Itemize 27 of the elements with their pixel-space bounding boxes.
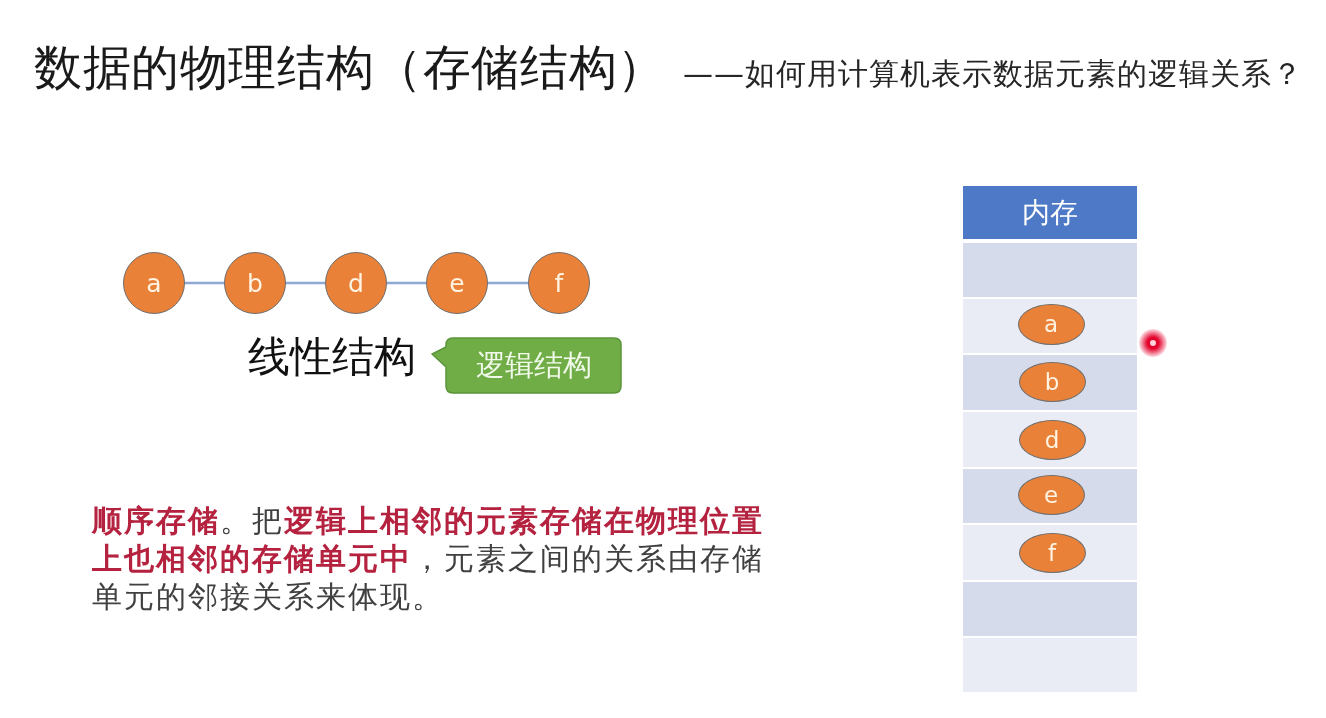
connector-line <box>387 281 426 285</box>
circle-node: e <box>426 252 488 314</box>
memory-cell <box>963 355 1137 410</box>
oval-node: a <box>1017 303 1085 345</box>
circle-node: d <box>325 252 387 314</box>
circle-node: b <box>224 252 286 314</box>
circle-node: a <box>123 252 185 314</box>
connector-line <box>185 281 224 285</box>
table-header: 内存 <box>963 186 1137 239</box>
oval-node: d <box>1018 419 1086 460</box>
circle-node: f <box>528 252 590 314</box>
memory-cell <box>963 299 1137 353</box>
memory-cell <box>963 243 1137 297</box>
memory-cell <box>963 582 1137 636</box>
memory-cell <box>963 525 1137 580</box>
oval-node: e <box>1017 475 1085 515</box>
oval-node: b <box>1018 361 1086 402</box>
memory-cell <box>963 412 1137 467</box>
connector-line <box>488 281 528 285</box>
title: 数据的物理结构（存储结构） <box>34 39 666 97</box>
structure-label: 线性结构 <box>248 332 416 383</box>
speech-bubble: 逻辑结构 <box>431 337 622 394</box>
oval-node: f <box>1018 532 1086 573</box>
subtitle: ——如何用计算机表示数据元素的逻辑关系？ <box>683 56 1303 92</box>
connector-line <box>286 281 325 285</box>
memory-cell <box>963 469 1137 523</box>
paragraph: 顺序存储。把逻辑上相邻的元素存储在物理位置上也相邻的存储单元中，元素之间的关系由存储单元的邻接关系来体现。 <box>92 502 765 616</box>
